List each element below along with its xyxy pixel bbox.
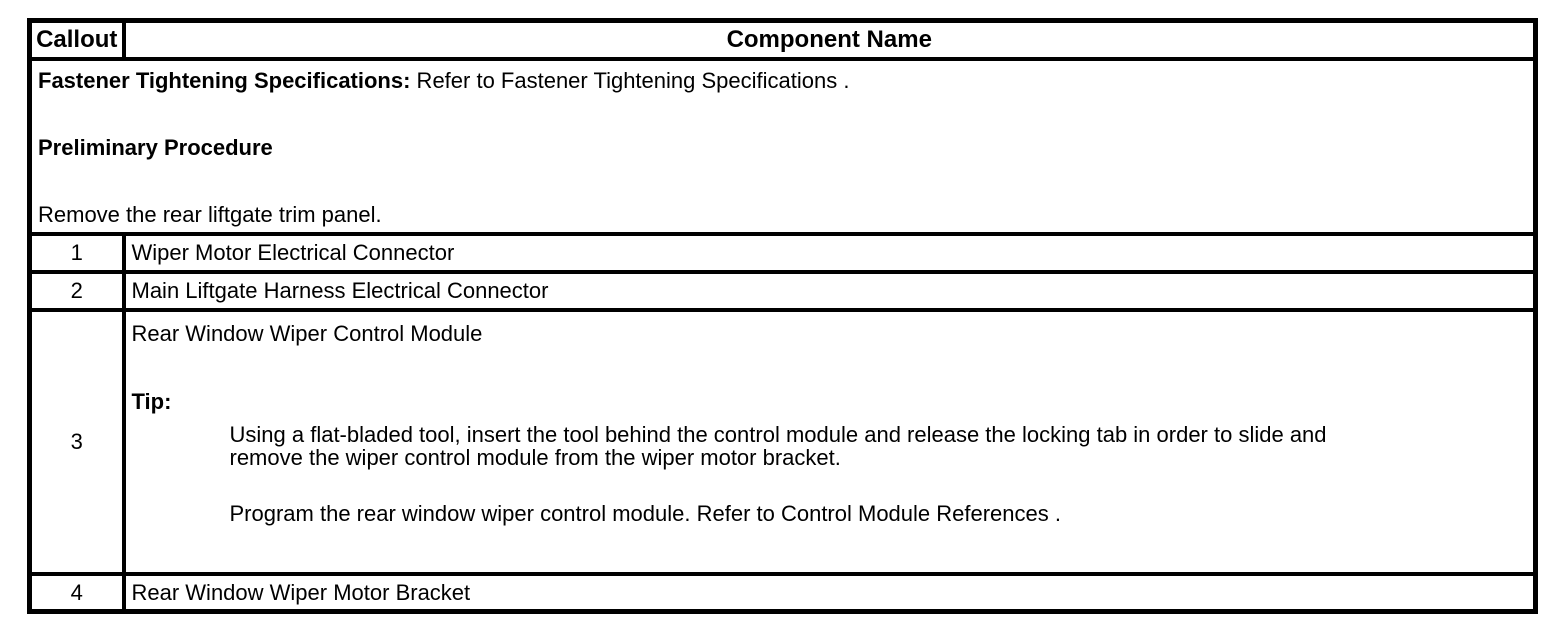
tip-text-line: remove the wiper control module from the…: [229, 444, 841, 470]
preliminary-procedure-heading: Preliminary Procedure: [38, 134, 273, 160]
fastener-specifications-label: Fastener Tightening Specifications:: [38, 67, 411, 93]
component-name-cell: Main Liftgate Harness Electrical Connect…: [121, 269, 1538, 312]
callout-cell: 2: [27, 269, 126, 312]
tip-text-line: Using a flat-bladed tool, insert the too…: [229, 421, 1327, 447]
component-name-cell: Rear Window Wiper Control Module Tip: Us…: [121, 307, 1538, 576]
callout-cell: 1: [27, 231, 126, 274]
tip-text: Using a flat-bladed tool, insert the too…: [230, 423, 1528, 469]
callout-cell: 4: [27, 571, 126, 614]
component-callout-table: Callout Component Name Fastener Tighteni…: [27, 18, 1538, 614]
preliminary-step-text: Remove the rear liftgate trim panel.: [38, 201, 382, 227]
callout-column-header: Callout: [27, 18, 126, 61]
table-row: 2 Main Liftgate Harness Electrical Conne…: [27, 269, 1538, 312]
program-note-text: Program the rear window wiper control mo…: [229, 500, 1062, 526]
preamble-cell: Fastener Tightening Specifications: Refe…: [27, 56, 1538, 236]
callout-cell: 3: [27, 307, 126, 576]
table-row: 4 Rear Window Wiper Motor Bracket: [27, 571, 1538, 614]
fastener-specifications-reference: Refer to Fastener Tightening Specificati…: [410, 67, 850, 93]
component-name-text: Rear Window Wiper Control Module: [131, 320, 483, 346]
preamble-row: Fastener Tightening Specifications: Refe…: [27, 56, 1538, 236]
fastener-specifications-line: Fastener Tightening Specifications: Refe…: [38, 69, 1527, 92]
table-row: 1 Wiper Motor Electrical Connector: [27, 231, 1538, 274]
component-name-column-header: Component Name: [121, 18, 1538, 61]
component-name-cell: Rear Window Wiper Motor Bracket: [121, 571, 1538, 614]
table-row: 3 Rear Window Wiper Control Module Tip: …: [27, 307, 1538, 576]
table-header-row: Callout Component Name: [27, 18, 1538, 61]
component-name-cell: Wiper Motor Electrical Connector: [121, 231, 1538, 274]
tip-label: Tip:: [131, 388, 172, 414]
